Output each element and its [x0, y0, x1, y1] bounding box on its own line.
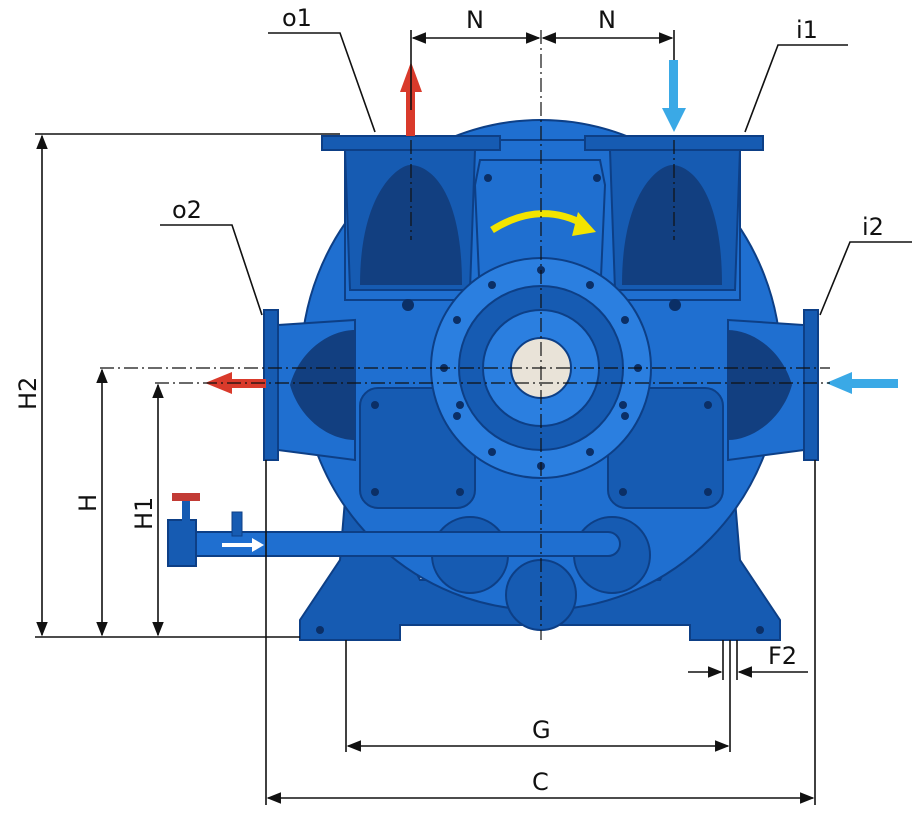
i1-label: i1	[796, 16, 818, 44]
f2-label: F2	[768, 642, 797, 670]
n-left-label: N	[466, 6, 484, 34]
h-label: H	[74, 494, 102, 512]
flushing-pipe	[167, 493, 621, 567]
inlet-arrow-i2	[826, 372, 898, 394]
i2-leader	[819, 241, 912, 316]
h2-label: H2	[14, 377, 42, 410]
outlet-arrow-o2	[205, 372, 266, 394]
c-label: C	[532, 768, 549, 796]
side-duct-o2-shade	[290, 330, 355, 440]
o2-leader	[160, 224, 263, 316]
g-label: G	[532, 716, 551, 744]
h1-label: H1	[130, 497, 158, 530]
side-duct-i2-shade	[728, 330, 792, 440]
inlet-duct-i1-shade	[622, 165, 722, 285]
o1-leader	[268, 32, 376, 133]
bolt-pattern	[316, 174, 764, 634]
flow-arrow-icon	[252, 538, 264, 552]
side-flange-o2	[263, 309, 279, 461]
i1-leader	[744, 44, 848, 133]
i2-label: i2	[862, 213, 884, 241]
inlet-arrow-i1	[662, 60, 686, 132]
valve-handle	[172, 493, 200, 501]
n-right-label: N	[598, 6, 616, 34]
o1-label: o1	[282, 4, 312, 32]
side-flange-i2	[803, 309, 819, 461]
rotation-arrow	[490, 210, 596, 236]
o2-label: o2	[172, 196, 202, 224]
